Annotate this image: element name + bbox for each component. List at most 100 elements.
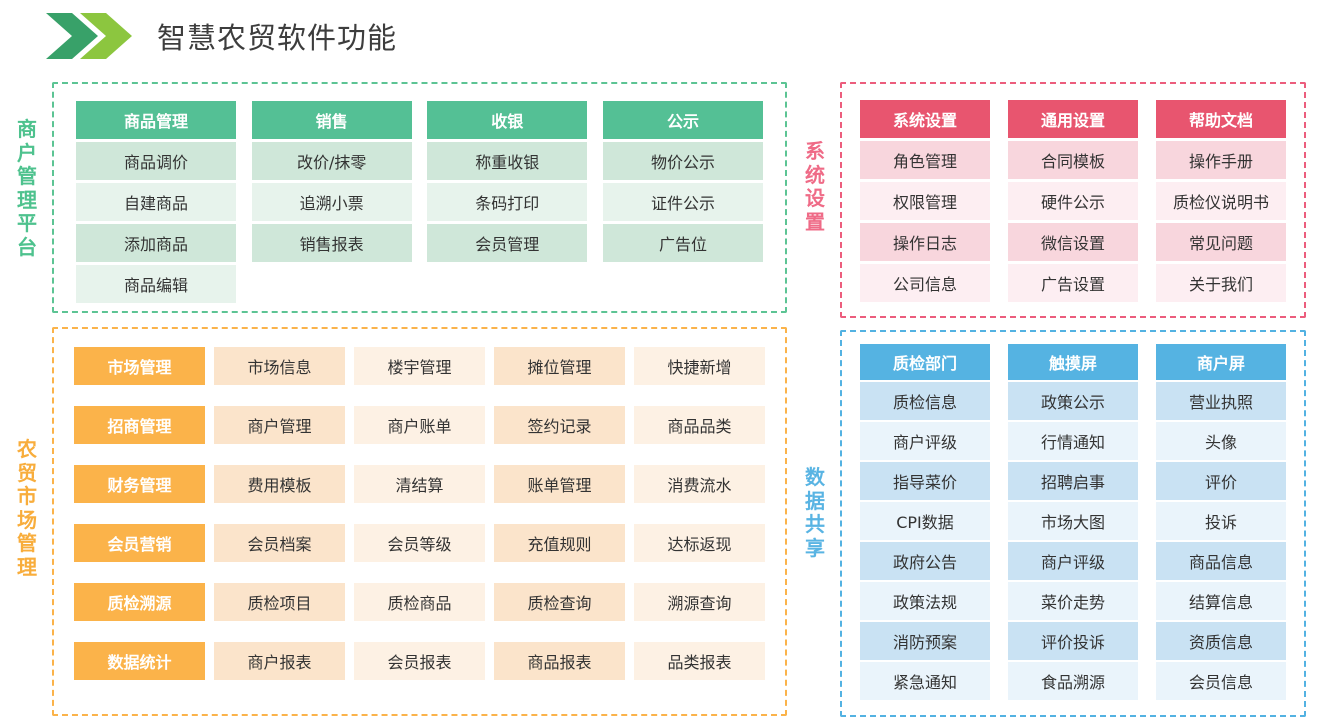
list-item[interactable]: 公司信息 <box>860 264 990 302</box>
list-item[interactable]: 政策法规 <box>860 582 990 620</box>
list-item[interactable]: 消防预案 <box>860 622 990 660</box>
list-item[interactable]: 溯源查询 <box>634 583 765 621</box>
list-item[interactable]: 广告设置 <box>1008 264 1138 302</box>
list-item[interactable]: 商户账单 <box>354 406 485 444</box>
list-item[interactable]: 菜价走势 <box>1008 582 1138 620</box>
list-item[interactable]: 条码打印 <box>427 183 588 221</box>
list-item[interactable]: 楼宇管理 <box>354 347 485 385</box>
list-item[interactable]: 市场信息 <box>214 347 345 385</box>
list-item[interactable]: 添加商品 <box>76 224 236 262</box>
list-item[interactable]: 操作日志 <box>860 223 990 261</box>
double-chevron-icon <box>46 13 132 59</box>
list-item[interactable]: 商品调价 <box>76 142 236 180</box>
row-header[interactable]: 财务管理 <box>74 465 205 503</box>
column-header[interactable]: 通用设置 <box>1008 100 1138 138</box>
list-item[interactable]: 质检仪说明书 <box>1156 182 1286 220</box>
list-item[interactable]: 硬件公示 <box>1008 182 1138 220</box>
list-item[interactable]: 评价投诉 <box>1008 622 1138 660</box>
list-item[interactable]: 常见问题 <box>1156 223 1286 261</box>
column-header[interactable]: 触摸屏 <box>1008 344 1138 380</box>
list-item[interactable]: 商户报表 <box>214 642 345 680</box>
row-header[interactable]: 招商管理 <box>74 406 205 444</box>
list-item[interactable]: 商品报表 <box>494 642 625 680</box>
column-system-2: 帮助文档 操作手册 质检仪说明书 常见问题 关于我们 <box>1156 100 1286 316</box>
column-header[interactable]: 质检部门 <box>860 344 990 380</box>
list-item[interactable]: 资质信息 <box>1156 622 1286 660</box>
list-item[interactable]: 投诉 <box>1156 502 1286 540</box>
list-item[interactable]: 会员信息 <box>1156 662 1286 700</box>
list-item[interactable]: 快捷新增 <box>634 347 765 385</box>
column-header[interactable]: 收银 <box>427 101 588 139</box>
list-item[interactable]: 账单管理 <box>494 465 625 503</box>
table-row: 招商管理 商户管理 商户账单 签约记录 商品品类 <box>74 406 765 444</box>
list-item[interactable]: 政府公告 <box>860 542 990 580</box>
list-item[interactable]: 商户评级 <box>860 422 990 460</box>
panel-label-market: 农贸市场管理 <box>17 437 37 579</box>
list-item[interactable]: 行情通知 <box>1008 422 1138 460</box>
list-item[interactable]: 质检商品 <box>354 583 485 621</box>
list-item[interactable]: 会员等级 <box>354 524 485 562</box>
column-header[interactable]: 系统设置 <box>860 100 990 138</box>
list-item[interactable]: 物价公示 <box>602 142 763 180</box>
list-item[interactable]: 质检信息 <box>860 382 990 420</box>
list-item[interactable]: 称重收银 <box>427 142 588 180</box>
column-header[interactable]: 帮助文档 <box>1156 100 1286 138</box>
column-header[interactable]: 商品管理 <box>76 101 236 139</box>
list-item[interactable]: 达标返现 <box>634 524 765 562</box>
list-item[interactable]: 追溯小票 <box>251 183 412 221</box>
table-row: 财务管理 费用模板 清结算 账单管理 消费流水 <box>74 465 765 503</box>
list-item[interactable]: 签约记录 <box>494 406 625 444</box>
list-item[interactable]: 微信设置 <box>1008 223 1138 261</box>
list-item[interactable]: 关于我们 <box>1156 264 1286 302</box>
column-merchant-3: 公示 物价公示 证件公示 广告位 <box>602 101 763 311</box>
data-column-grid: 质检部门 质检信息 商户评级 指导菜价 CPI数据 政府公告 政策法规 消防预案… <box>842 332 1304 715</box>
list-item[interactable]: 自建商品 <box>76 183 236 221</box>
table-row: 数据统计 商户报表 会员报表 商品报表 品类报表 <box>74 642 765 680</box>
column-data-0: 质检部门 质检信息 商户评级 指导菜价 CPI数据 政府公告 政策法规 消防预案… <box>860 344 990 715</box>
list-item[interactable]: 会员档案 <box>214 524 345 562</box>
list-item[interactable]: 广告位 <box>602 224 763 262</box>
list-item[interactable]: 清结算 <box>354 465 485 503</box>
list-item[interactable]: 费用模板 <box>214 465 345 503</box>
panel-label-system: 系统设置 <box>805 139 825 234</box>
column-data-2: 商户屏 营业执照 头像 评价 投诉 商品信息 结算信息 资质信息 会员信息 <box>1156 344 1286 715</box>
list-item[interactable]: 商户管理 <box>214 406 345 444</box>
row-header[interactable]: 数据统计 <box>74 642 205 680</box>
list-item[interactable]: 商品信息 <box>1156 542 1286 580</box>
list-item[interactable]: 权限管理 <box>860 182 990 220</box>
list-item[interactable]: 会员管理 <box>427 224 588 262</box>
list-item[interactable]: 操作手册 <box>1156 141 1286 179</box>
list-item[interactable]: 角色管理 <box>860 141 990 179</box>
list-item[interactable]: 品类报表 <box>634 642 765 680</box>
list-item[interactable]: 证件公示 <box>602 183 763 221</box>
list-item[interactable]: 食品溯源 <box>1008 662 1138 700</box>
list-item[interactable]: 指导菜价 <box>860 462 990 500</box>
list-item[interactable]: 营业执照 <box>1156 382 1286 420</box>
list-item[interactable]: 合同模板 <box>1008 141 1138 179</box>
list-item[interactable]: 会员报表 <box>354 642 485 680</box>
list-item[interactable]: 政策公示 <box>1008 382 1138 420</box>
row-header[interactable]: 会员营销 <box>74 524 205 562</box>
list-item[interactable]: 销售报表 <box>251 224 412 262</box>
row-header[interactable]: 市场管理 <box>74 347 205 385</box>
list-item[interactable]: 摊位管理 <box>494 347 625 385</box>
list-item[interactable]: CPI数据 <box>860 502 990 540</box>
list-item[interactable]: 商户评级 <box>1008 542 1138 580</box>
list-item[interactable]: 市场大图 <box>1008 502 1138 540</box>
list-item[interactable]: 结算信息 <box>1156 582 1286 620</box>
list-item[interactable]: 商品编辑 <box>76 265 236 303</box>
list-item[interactable]: 消费流水 <box>634 465 765 503</box>
column-header[interactable]: 公示 <box>602 101 763 139</box>
list-item[interactable]: 改价/抹零 <box>251 142 412 180</box>
list-item[interactable]: 质检查询 <box>494 583 625 621</box>
list-item[interactable]: 充值规则 <box>494 524 625 562</box>
list-item[interactable]: 质检项目 <box>214 583 345 621</box>
list-item[interactable]: 头像 <box>1156 422 1286 460</box>
list-item[interactable]: 紧急通知 <box>860 662 990 700</box>
column-header[interactable]: 商户屏 <box>1156 344 1286 380</box>
list-item[interactable]: 评价 <box>1156 462 1286 500</box>
row-header[interactable]: 质检溯源 <box>74 583 205 621</box>
list-item[interactable]: 商品品类 <box>634 406 765 444</box>
column-header[interactable]: 销售 <box>251 101 412 139</box>
list-item[interactable]: 招聘启事 <box>1008 462 1138 500</box>
